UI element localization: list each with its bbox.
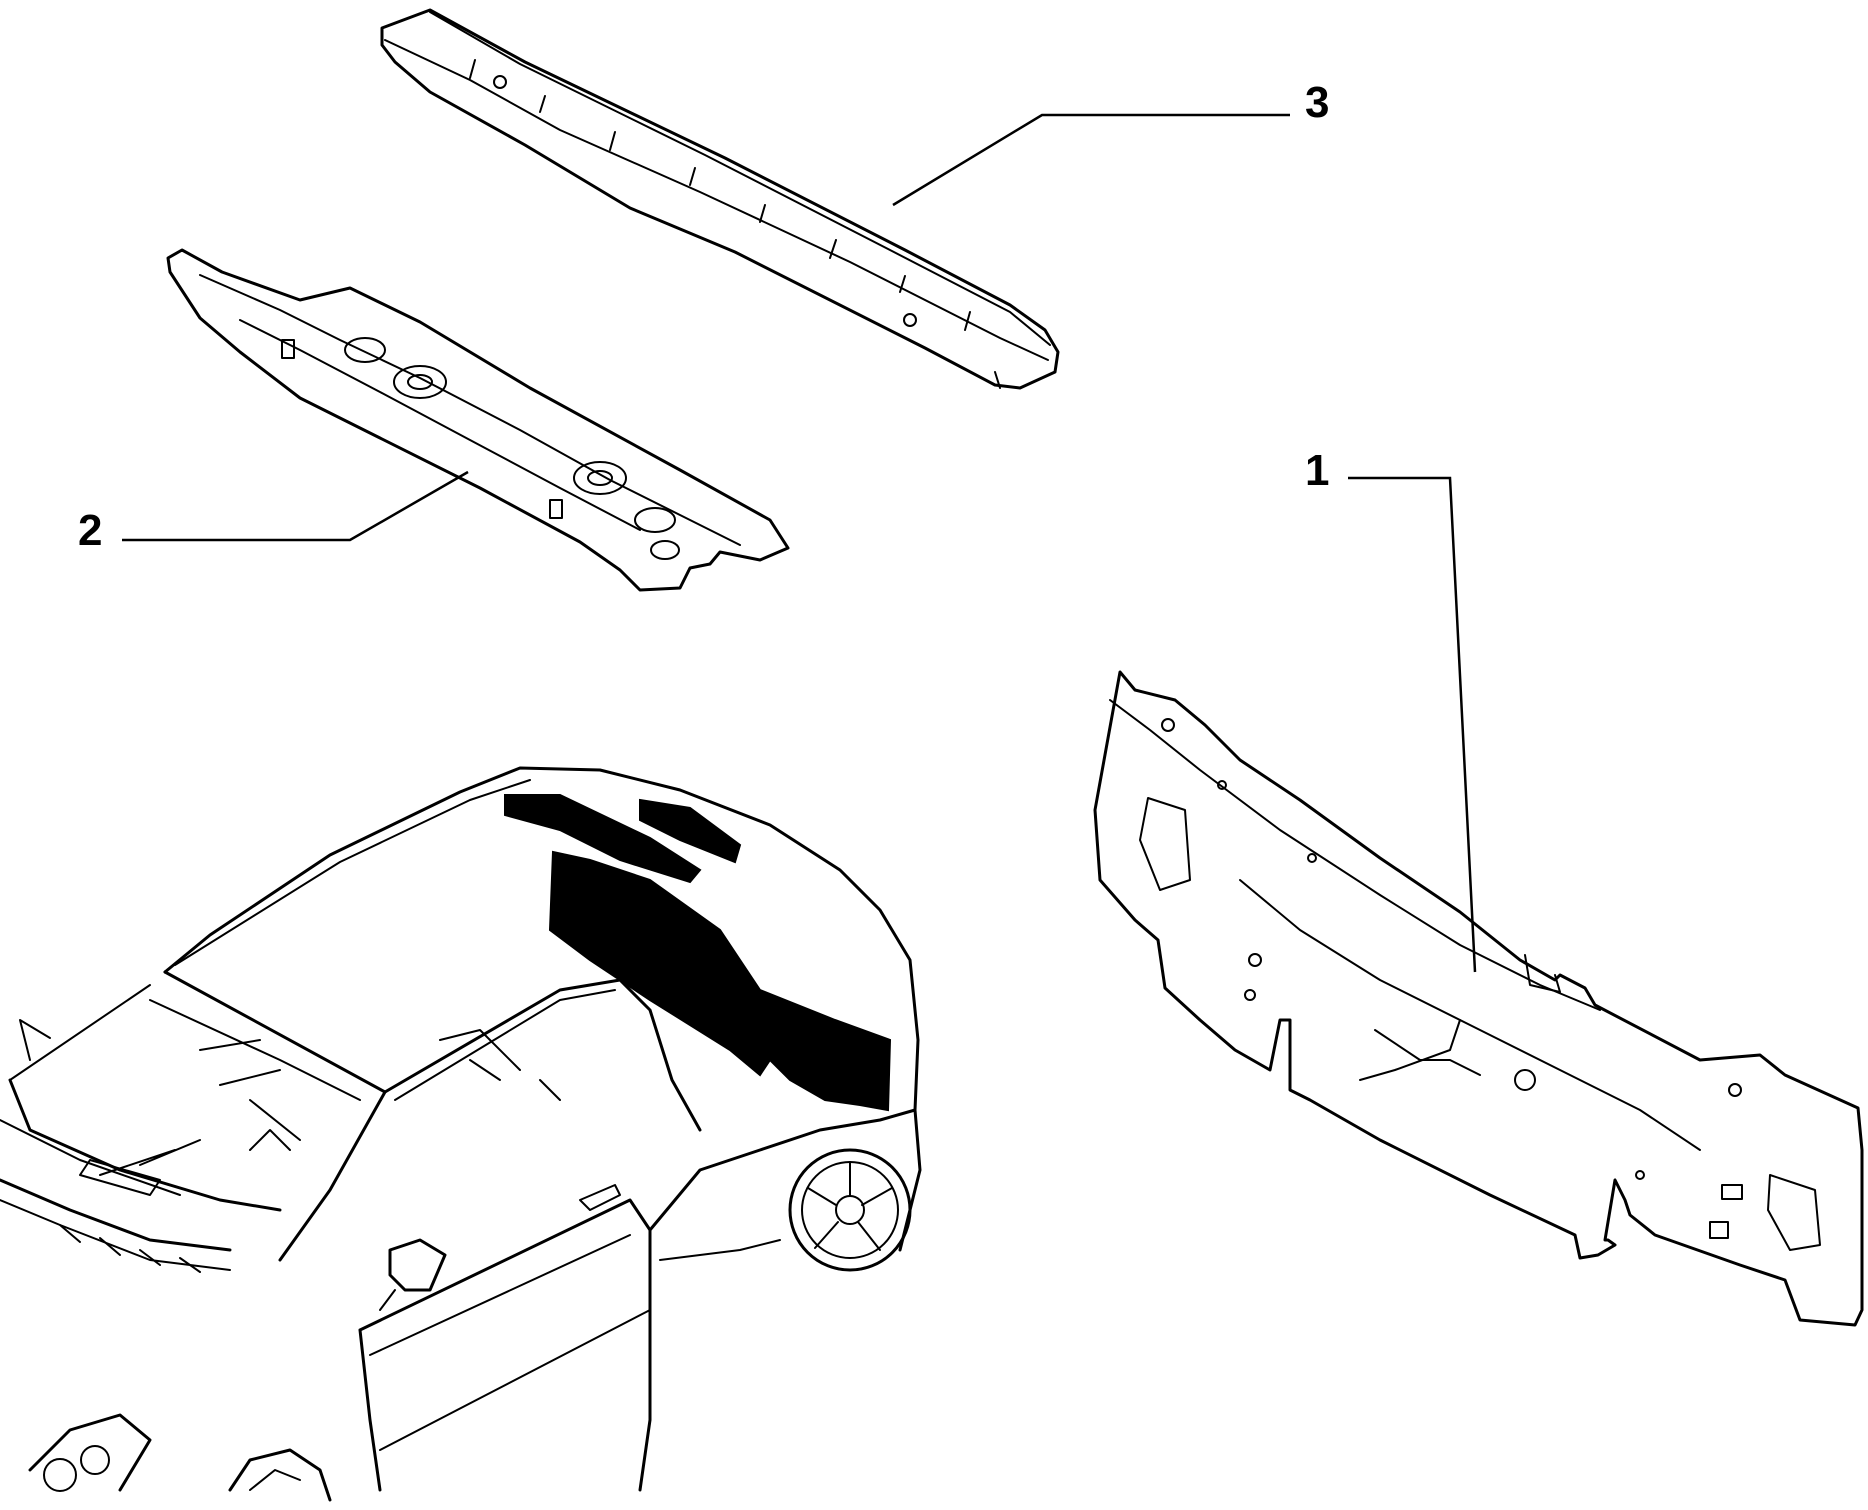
callout-3-label: 3 xyxy=(1305,78,1329,127)
leader-lines xyxy=(122,113,1477,973)
car-body xyxy=(0,766,922,1502)
highlighted-part-on-car xyxy=(504,794,892,1112)
callout-2-label: 2 xyxy=(78,506,102,555)
leader-line-3 xyxy=(892,113,1290,207)
leader-line-2 xyxy=(122,470,469,542)
part-1-rear-panel xyxy=(1093,670,1864,1327)
callout-1-label: 1 xyxy=(1305,446,1329,495)
leader-line-1 xyxy=(1348,476,1477,973)
part-2-lower-crossmember xyxy=(166,248,790,592)
part-3-upper-crossmember xyxy=(380,8,1060,390)
